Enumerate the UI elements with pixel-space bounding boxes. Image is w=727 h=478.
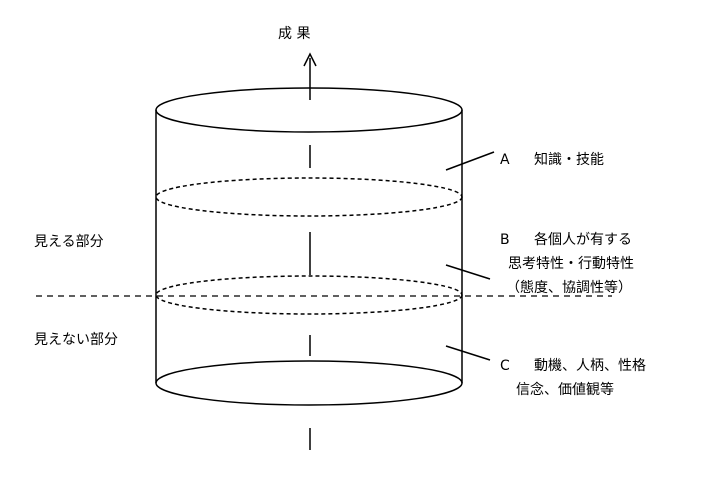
layer-b-line-1: 各個人が有する [534, 232, 632, 248]
layer-c-line-1: 動機、人柄、性格 [534, 358, 646, 374]
layer-a-line-1: 知識・技能 [534, 151, 604, 168]
layer-c-marker: C [500, 358, 510, 374]
pointer-a [445, 151, 495, 171]
layer-b-line-2: 思考特性・行動特性 [508, 256, 634, 272]
outcome-arrow-head [303, 52, 317, 67]
pointer-c [445, 345, 491, 361]
cylinder-top-ellipse [155, 87, 463, 133]
layer-c-line-2: 信念、価値観等 [516, 381, 614, 398]
outcome-label: 成 果 [278, 26, 310, 42]
invisible-part-label: 見えない部分 [34, 332, 118, 348]
cylinder-bottom-ellipse [155, 360, 463, 406]
layer-b-line-3: （態度、協調性等） [506, 279, 632, 296]
layer-boundary-bc [155, 275, 463, 315]
layer-b-marker: B [500, 232, 510, 248]
layer-boundary-ab [155, 177, 463, 217]
pointer-b [445, 264, 491, 280]
visible-part-label: 見える部分 [34, 234, 104, 250]
layer-a-marker: A [500, 152, 510, 168]
